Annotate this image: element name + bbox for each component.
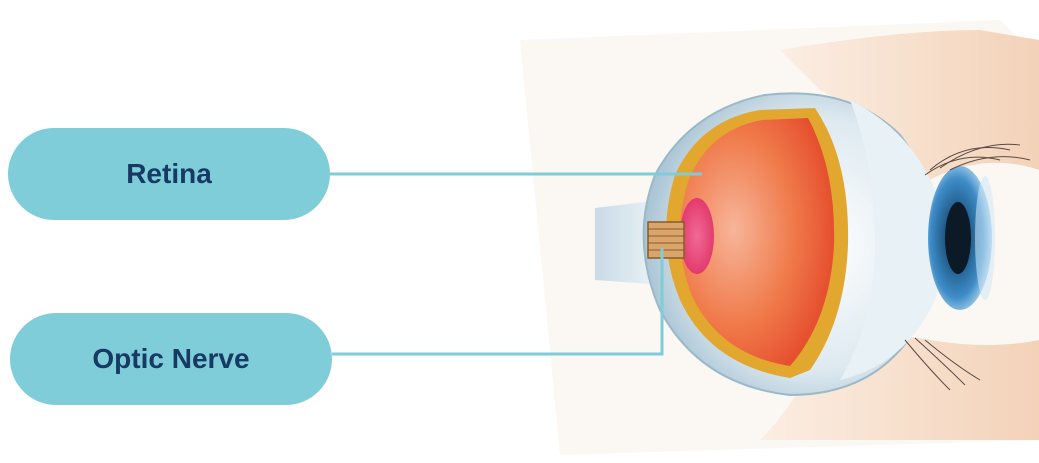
optic-disc xyxy=(680,198,714,274)
pupil xyxy=(945,202,971,274)
cornea-highlight xyxy=(975,176,995,300)
optic-nerve-fibers xyxy=(648,222,684,258)
